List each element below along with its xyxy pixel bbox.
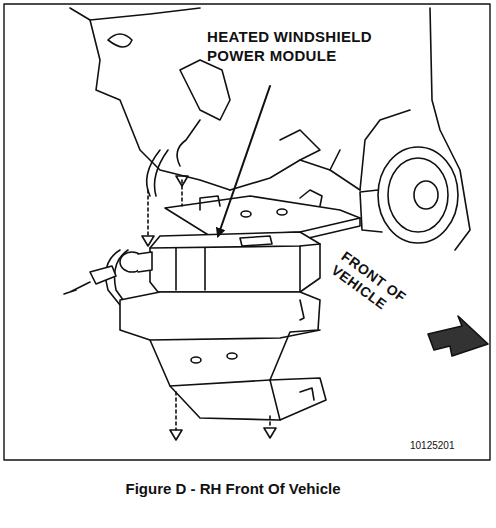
direction-label: FRONT OF VEHICLE: [328, 248, 432, 337]
connector: [64, 252, 152, 294]
direction-arrow: [428, 316, 488, 356]
engine-block: [70, 8, 470, 250]
figure-number: 10125201: [408, 440, 457, 451]
figure-caption: Figure D - RH Front Of Vehicle: [0, 480, 466, 497]
leader-line: [218, 86, 270, 236]
lower-bracket: [120, 292, 326, 420]
screw: [170, 300, 304, 440]
callout-label: HEATED WINDSHIELD POWER MODULE: [207, 27, 422, 65]
power-module: [150, 232, 320, 292]
frame: [4, 4, 490, 460]
pulley: [360, 147, 458, 243]
